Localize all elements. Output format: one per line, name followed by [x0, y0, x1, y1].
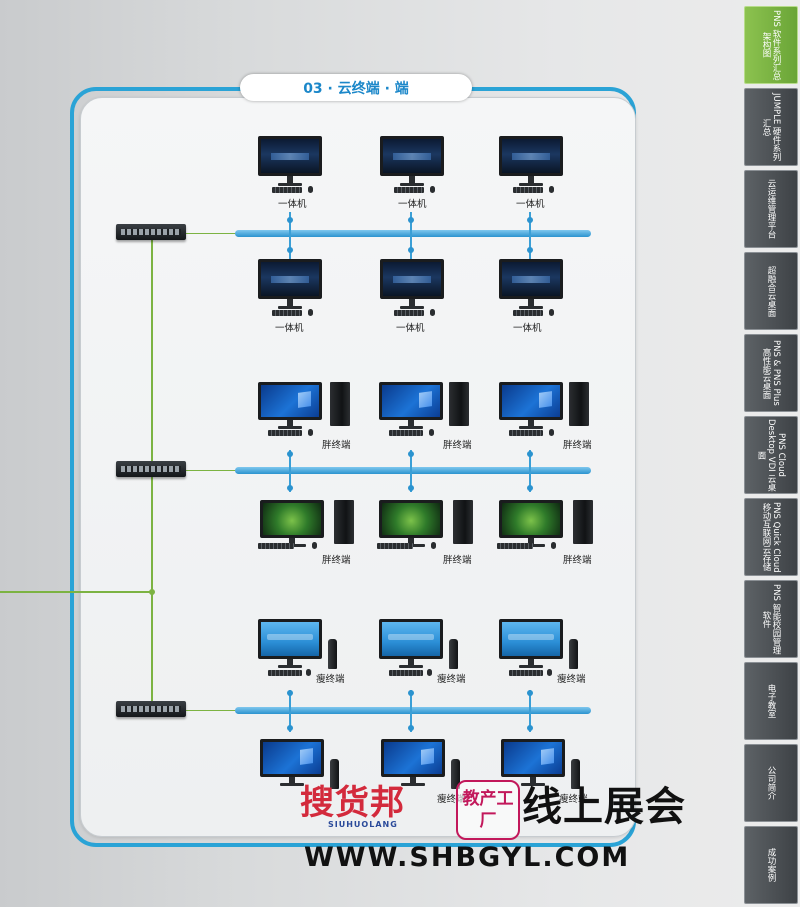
device-label: 胖终端: [563, 555, 592, 566]
tab-hyperconverged[interactable]: 超融合云桌面: [744, 252, 798, 330]
tab-company[interactable]: 公司简介: [744, 744, 798, 822]
watermark-title: 线上展会: [522, 784, 686, 830]
device-label: 瘦终端: [557, 674, 586, 685]
device-label: 瘦终端: [437, 674, 466, 685]
section-title: 03 · 云终端 · 端: [240, 74, 472, 101]
connection-dot: [287, 217, 293, 223]
connection-dot: [287, 725, 293, 731]
watermark-badge: 教产工厂: [456, 780, 520, 840]
thin-client-pc-icon: 瘦终端: [379, 739, 499, 819]
device-label: 胖终端: [443, 440, 472, 451]
tab-pns-plus[interactable]: PNS & PNS Plus 高性能云桌面: [744, 334, 798, 412]
connection-dot: [408, 451, 414, 457]
all-in-one-pc-icon: 一体机: [499, 259, 619, 339]
device-label: 一体机: [278, 199, 307, 210]
drop-line: [410, 690, 412, 732]
connection-dot: [287, 690, 293, 696]
tab-vdi[interactable]: PNS Cloud Desktop VDI 云桌面: [744, 416, 798, 494]
watermark-url: WWW.SHBGYL.COM: [304, 842, 631, 873]
network-switch-icon: [116, 461, 186, 477]
drop-line: [289, 450, 291, 492]
drop-line: [289, 690, 291, 732]
tab-jumple-hardware[interactable]: JUMPLE 硬件系列汇总: [744, 88, 798, 166]
drop-line: [529, 212, 531, 260]
tab-cloud-ops[interactable]: 云运维管理平台: [744, 170, 798, 248]
thin-client-pc-icon: [258, 739, 378, 819]
drop-line: [529, 690, 531, 732]
uplink-line: [0, 591, 152, 593]
network-switch-icon: [116, 701, 186, 717]
thin-client-pc-icon: 瘦终端: [379, 619, 499, 699]
connection-dot: [527, 725, 533, 731]
switch-link-2: [186, 470, 236, 471]
device-label: 瘦终端: [316, 674, 345, 685]
drop-line: [410, 212, 412, 260]
device-label: 一体机: [513, 323, 542, 334]
connection-dot: [527, 485, 533, 491]
watermark-brand-sub: SIUHUOLANG: [328, 820, 398, 829]
device-label: 一体机: [398, 199, 427, 210]
fat-client-pc-icon: 胖终端: [497, 498, 617, 578]
connection-dot: [527, 690, 533, 696]
tab-quick-cloud[interactable]: PNS Quick Cloud 移动互联网云存储: [744, 498, 798, 576]
drop-line: [410, 450, 412, 492]
connection-dot: [527, 247, 533, 253]
all-in-one-pc-icon: 一体机: [499, 136, 619, 216]
all-in-one-pc-icon: 一体机: [258, 259, 378, 339]
thin-client-pc-icon: 瘦终端: [258, 619, 378, 699]
connection-dot: [527, 451, 533, 457]
network-bus-3: [235, 707, 591, 714]
connection-dot: [287, 451, 293, 457]
device-label: 一体机: [516, 199, 545, 210]
all-in-one-pc-icon: 一体机: [380, 259, 500, 339]
fat-client-pc-icon: 胖终端: [499, 380, 619, 460]
connection-dot: [408, 247, 414, 253]
device-label: 瘦终端: [559, 794, 588, 805]
tab-pns-software[interactable]: PNS 软件系列汇总架构图: [744, 6, 798, 84]
drop-line: [289, 212, 291, 260]
drop-line: [529, 450, 531, 492]
connection-dot: [408, 725, 414, 731]
connection-dot: [527, 217, 533, 223]
device-label: 瘦终端: [437, 794, 466, 805]
network-bus-1: [235, 230, 591, 237]
tab-smart-campus[interactable]: PNS 智能校园管理软件: [744, 580, 798, 658]
fat-client-pc-icon: 胖终端: [377, 498, 497, 578]
uplink-node: [149, 589, 155, 595]
device-label: 一体机: [396, 323, 425, 334]
watermark-brand: 搜货邦: [300, 783, 405, 823]
device-label: 胖终端: [322, 555, 351, 566]
connection-dot: [408, 690, 414, 696]
tab-e-classroom[interactable]: 电子教室: [744, 662, 798, 740]
fat-client-pc-icon: 胖终端: [258, 498, 378, 578]
connection-dot: [287, 247, 293, 253]
device-label: 胖终端: [563, 440, 592, 451]
connection-dot: [408, 217, 414, 223]
switch-link-1: [186, 233, 236, 234]
device-label: 胖终端: [322, 440, 351, 451]
fat-client-pc-icon: 胖终端: [379, 380, 499, 460]
all-in-one-pc-icon: 一体机: [380, 136, 500, 216]
device-label: 胖终端: [443, 555, 472, 566]
network-switch-icon: [116, 224, 186, 240]
connection-dot: [408, 485, 414, 491]
device-label: 一体机: [275, 323, 304, 334]
thin-client-pc-icon: 瘦终端: [499, 619, 619, 699]
fat-client-pc-icon: 胖终端: [258, 380, 378, 460]
network-bus-2: [235, 467, 591, 474]
tab-cases[interactable]: 成功案例: [744, 826, 798, 904]
switch-link-3: [186, 710, 236, 711]
connection-dot: [287, 485, 293, 491]
all-in-one-pc-icon: 一体机: [258, 136, 378, 216]
thin-client-pc-icon: 瘦终端: [499, 739, 619, 819]
